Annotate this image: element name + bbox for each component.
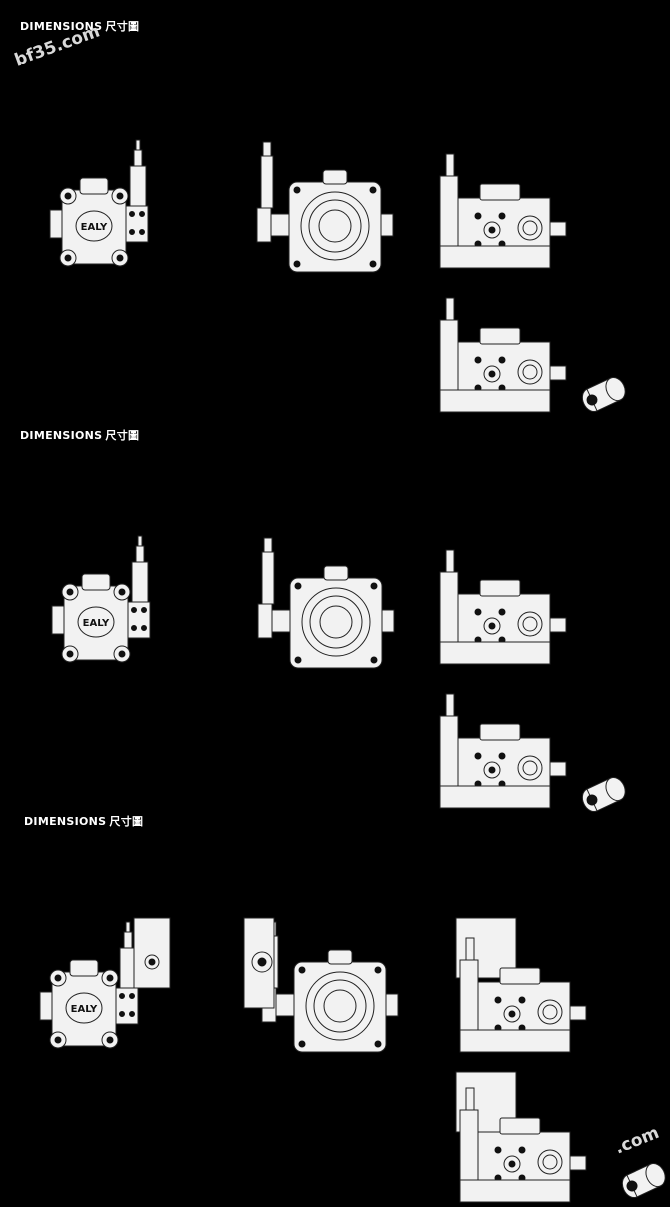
heading-cn-text: 尺寸圖 bbox=[105, 429, 140, 442]
heading-cn-text: 尺寸圖 bbox=[105, 20, 140, 33]
heading-text: DIMENSIONS bbox=[20, 429, 103, 442]
section-1-front-view: EALY bbox=[49, 139, 149, 267]
section-2-coupling bbox=[578, 773, 630, 816]
section-1-coupling bbox=[578, 373, 630, 416]
section-1-side-view bbox=[439, 153, 567, 269]
heading-text: DIMENSIONS bbox=[20, 20, 103, 33]
section-3-front-view: EALY bbox=[39, 917, 171, 1049]
section-2-rear-view bbox=[257, 537, 395, 669]
section-2-front-view: EALY bbox=[51, 535, 151, 663]
pump-logo: EALY bbox=[71, 1004, 98, 1015]
section-3-side-view-keyed bbox=[455, 1071, 587, 1203]
pump-logo: EALY bbox=[81, 222, 108, 233]
heading-cn-text: 尺寸圖 bbox=[109, 815, 144, 828]
heading-text: DIMENSIONS bbox=[24, 815, 107, 828]
section-3-side-view bbox=[455, 917, 587, 1053]
section-3-rear-view bbox=[243, 917, 399, 1053]
section-2-side-view-keyed bbox=[439, 693, 567, 809]
section-1-rear-view bbox=[256, 141, 394, 273]
section-1-side-view-keyed bbox=[439, 297, 567, 413]
section-2-side-view bbox=[439, 549, 567, 665]
section-3-coupling bbox=[618, 1159, 670, 1202]
pump-logo: EALY bbox=[83, 618, 110, 629]
